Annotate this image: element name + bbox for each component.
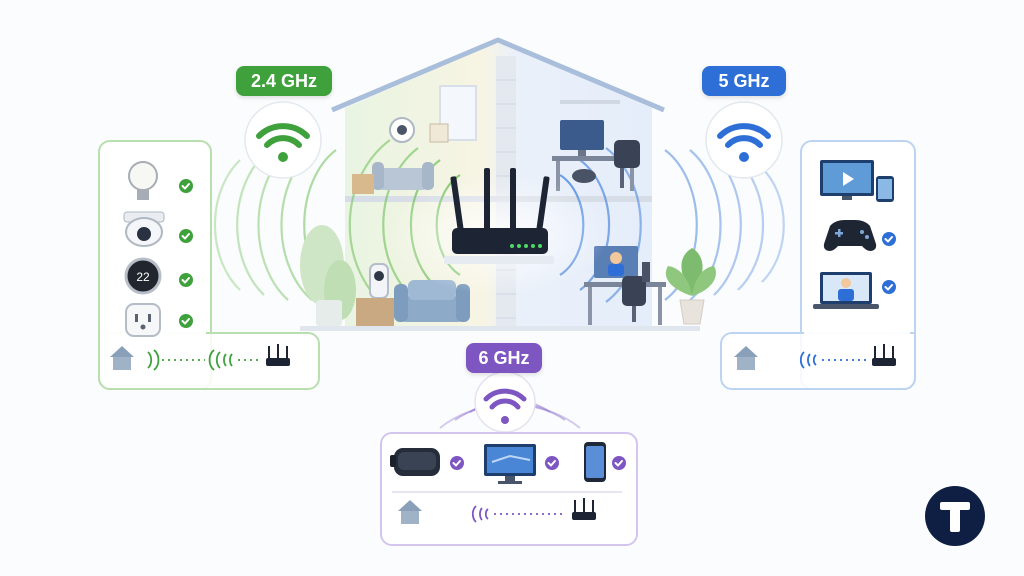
upstairs-gaming-room (552, 100, 640, 191)
plant-right (665, 248, 716, 325)
panel-2.4ghz-joint (100, 330, 206, 336)
office-chair-icon (622, 276, 646, 306)
wifi-icon-2.4ghz (244, 101, 322, 179)
plant-left (300, 225, 356, 326)
panel-2.4ghz-range (98, 332, 320, 390)
wifi-icon-6ghz (474, 371, 536, 433)
gamepad-icon (572, 169, 596, 183)
band-label-6ghz: 6 GHz (466, 343, 542, 373)
ground-line (300, 326, 700, 331)
router-main-icon (388, 168, 608, 295)
upstairs-living-room (352, 117, 449, 194)
band-label-2.4ghz: 2.4 GHz (236, 66, 332, 96)
panel-5ghz-range (720, 332, 916, 390)
downstairs-office (584, 246, 666, 325)
band-label-5ghz: 5 GHz (702, 66, 786, 96)
desk-monitor-icon (560, 120, 604, 150)
panel-6ghz-devices (380, 432, 638, 546)
brand-logo (925, 486, 985, 546)
wifi-icon-5ghz (705, 101, 783, 179)
gaming-chair-icon (614, 140, 640, 168)
panel-5ghz-joint (804, 330, 910, 336)
